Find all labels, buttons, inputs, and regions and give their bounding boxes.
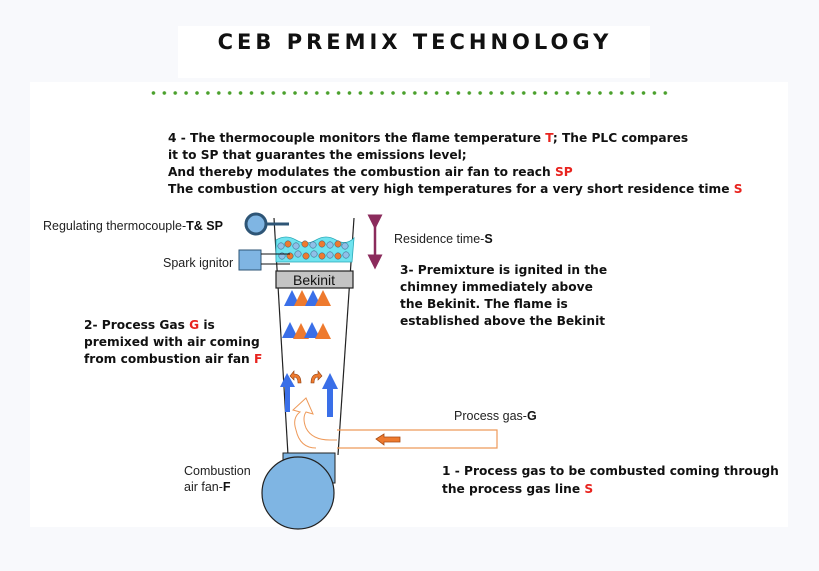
residence-time-label: Residence time-S (394, 232, 493, 246)
premix-bubble (277, 242, 285, 250)
header-panel (178, 26, 650, 78)
page-title: CEB PREMIX TECHNOLOGY (217, 30, 613, 54)
premix-bubble (301, 240, 309, 248)
premix-bubble (334, 252, 342, 260)
process-gas-flow-arrow-icon (292, 397, 337, 449)
content-panel (30, 82, 788, 527)
flame-icon (294, 290, 310, 306)
step-4-description: 4 - The thermocouple monitors the flame … (168, 131, 743, 196)
premix-bubble (294, 250, 302, 258)
premix-bubble (341, 242, 349, 250)
process-gas-label: Process gas-G (454, 409, 537, 423)
premix-bubble (318, 252, 326, 260)
premix-bubble (284, 240, 292, 248)
combustion-fan-label: Combustion air fan-F (184, 464, 251, 494)
gas-direction-arrow-icon (375, 433, 401, 446)
mixing-arrow-icon (310, 370, 323, 384)
premix-bubble (302, 252, 310, 260)
dotted-divider (148, 90, 673, 96)
spark-ignitor-label: Spark ignitor (163, 256, 234, 270)
air-flow-arrow-icon (322, 373, 338, 417)
flame-icon (315, 290, 331, 306)
thermocouple-icon (244, 212, 289, 236)
step-1-description: 1 - Process gas to be combusted coming t… (442, 464, 779, 496)
process-gas-pipe (337, 429, 498, 449)
mixing-arrow-icon (289, 370, 302, 384)
premix-bubbles (277, 240, 350, 260)
premix-bubble (342, 251, 350, 259)
premix-bubble (310, 250, 318, 258)
flames (282, 290, 331, 339)
bekinit-block (275, 270, 354, 289)
premix-bubble (292, 242, 300, 250)
flame-icon (304, 322, 320, 338)
step-2-description: 2- Process Gas G is premixed with air co… (84, 318, 263, 366)
premix-bubble (334, 240, 342, 248)
spark-ignitor-icon (238, 249, 262, 271)
premix-bubble (309, 241, 317, 249)
step-3-description: 3- Premixture is ignited in the chimney … (400, 263, 608, 328)
thermocouple-label: Regulating thermocouple-T& SP (43, 219, 223, 233)
flame-icon (282, 322, 298, 338)
combustion-fan-icon (261, 456, 335, 530)
air-flow-arrow-icon (280, 373, 295, 412)
premix-bubble (326, 251, 334, 259)
flame-icon (293, 323, 309, 339)
bekinit-label: Bekinit (293, 272, 335, 288)
premix-bubble (318, 240, 326, 248)
premix-bubble (326, 241, 334, 249)
flame-icon (315, 323, 331, 339)
